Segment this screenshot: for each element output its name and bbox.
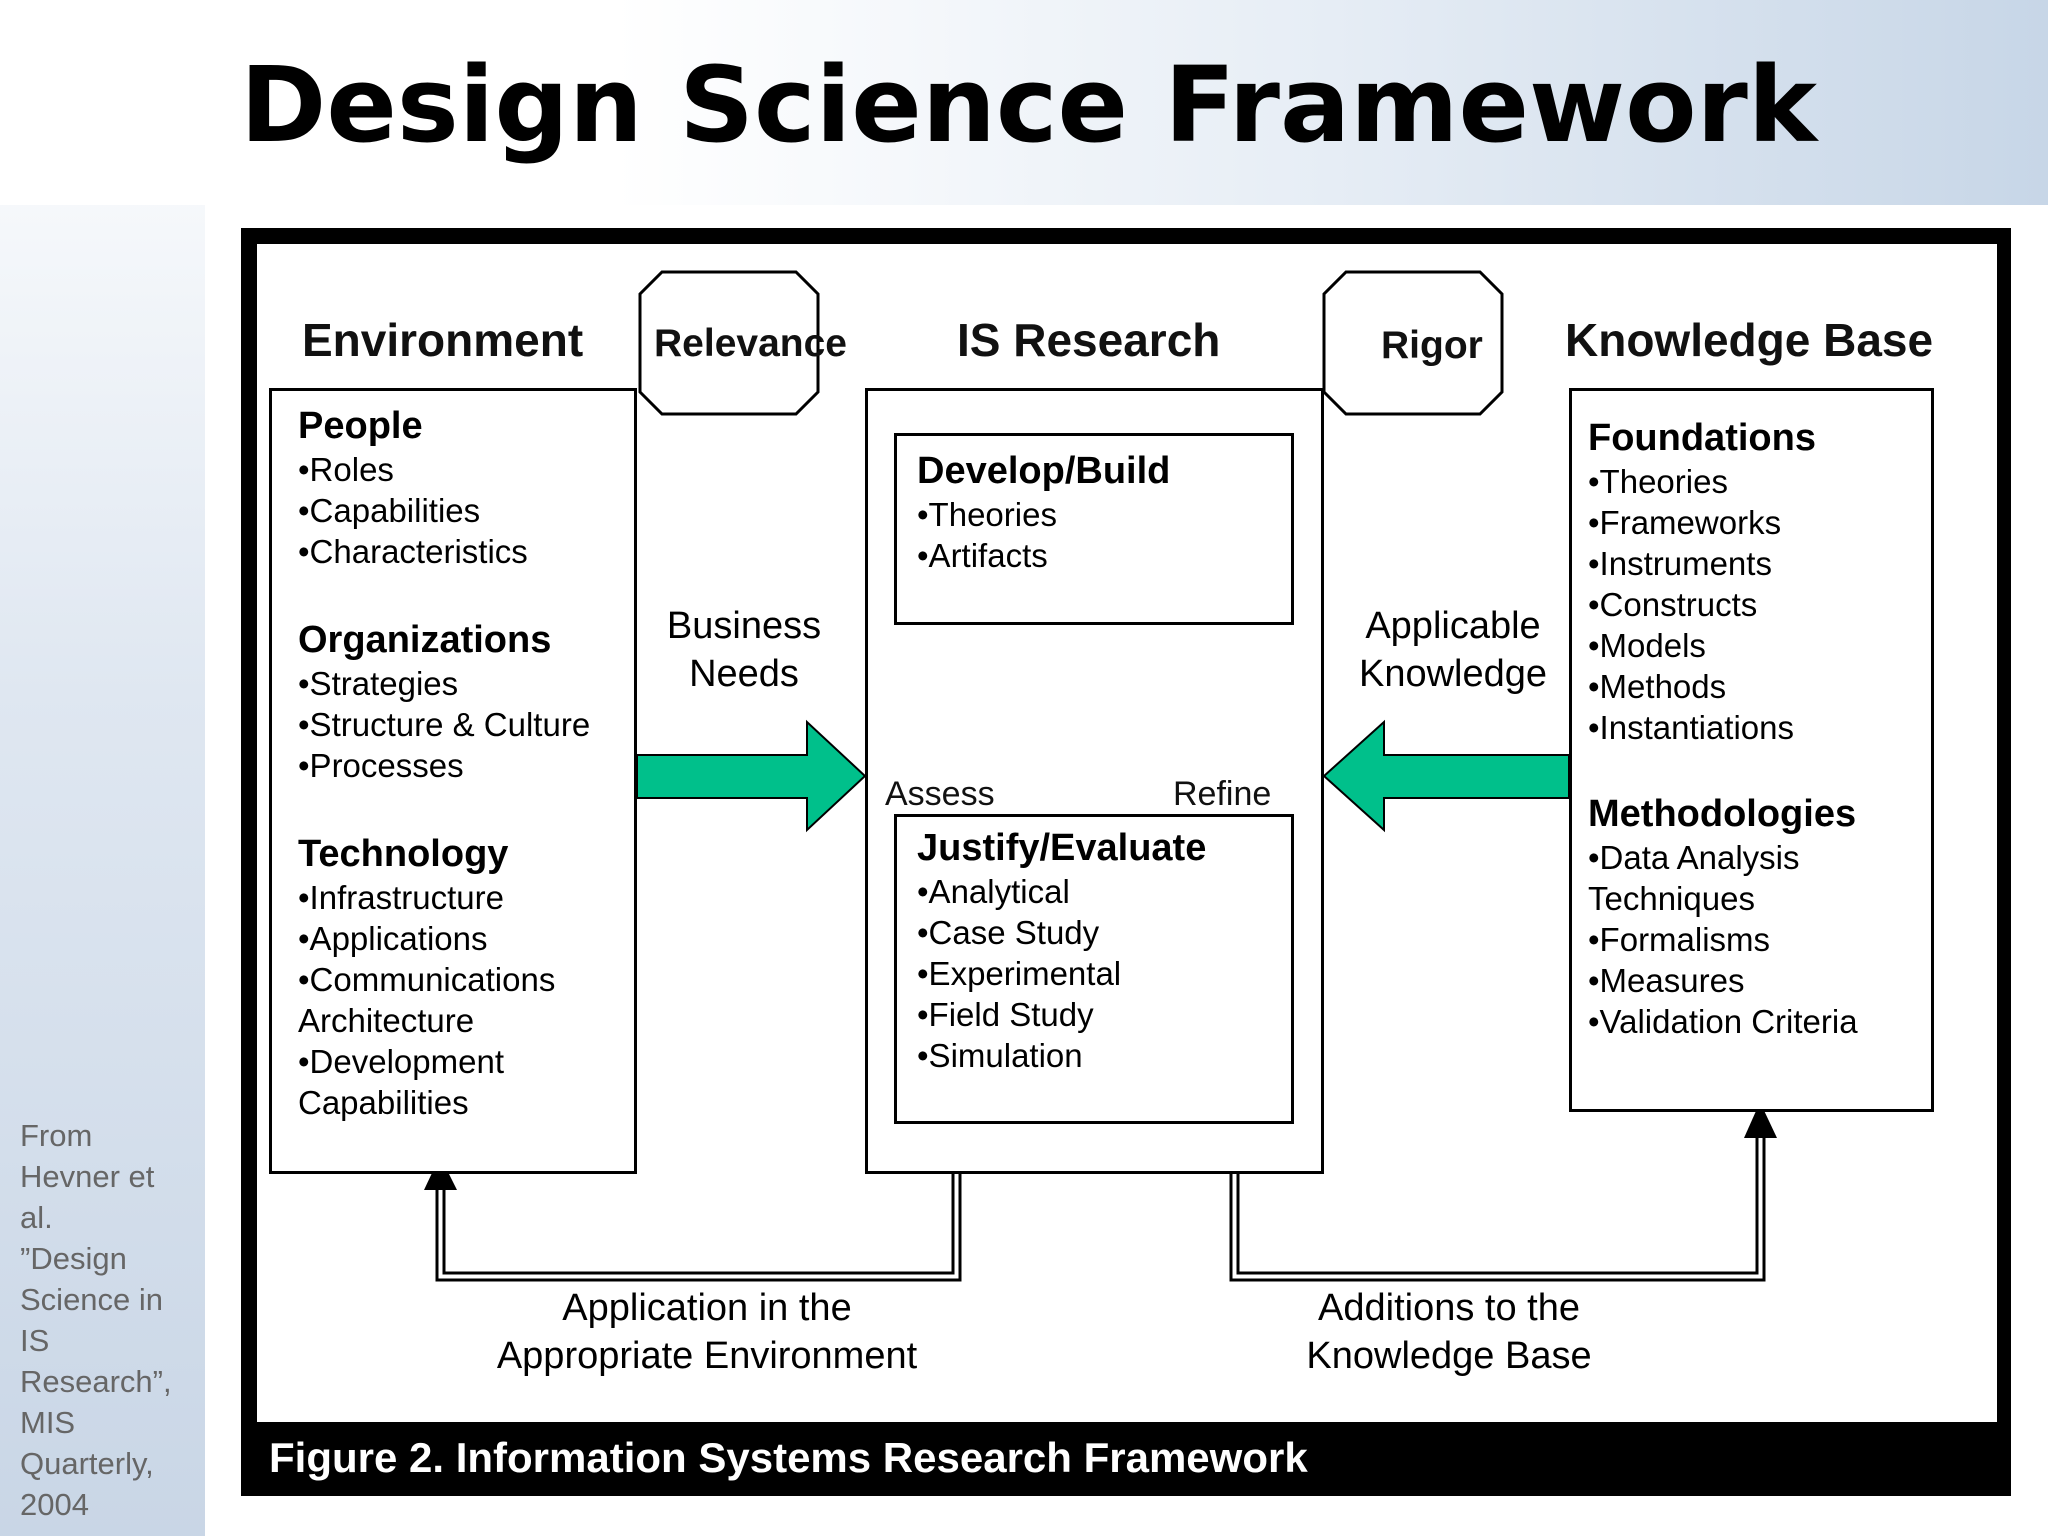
application-line: Application in the: [562, 1287, 852, 1329]
applicable-knowledge-arrow: [1322, 719, 1570, 833]
justify-evaluate-item: •Analytical: [917, 873, 1070, 910]
organizations-item: •Processes: [298, 747, 464, 784]
justify-evaluate-item: •Case Study: [917, 914, 1100, 951]
methodologies-item: •Formalisms: [1588, 921, 1771, 958]
flow-arrows: [424, 270, 1777, 1282]
application-line: Appropriate Environment: [496, 1335, 918, 1377]
justify-evaluate-title: Justify/Evaluate: [917, 827, 1207, 869]
organizations-title: Organizations: [298, 619, 552, 661]
refine-label: Refine: [1173, 775, 1272, 813]
organizations-item: •Structure & Culture: [298, 706, 591, 743]
develop-build-item: •Artifacts: [917, 537, 1048, 574]
foundations-item: •Instruments: [1588, 545, 1772, 582]
relevance-octagon: [638, 270, 820, 416]
methodologies-group: Methodologies •Data Analysis Techniques …: [1588, 791, 1858, 1042]
header-rigor: Rigor: [1381, 324, 1483, 367]
technology-item: •Infrastructure: [298, 879, 504, 916]
technology-item: •Development: [298, 1043, 504, 1080]
knowledge-base-box: Foundations •Theories •Frameworks •Instr…: [1569, 388, 1934, 1112]
foundations-item: •Instantiations: [1588, 709, 1795, 746]
people-item: •Characteristics: [298, 533, 528, 570]
business-needs-line: Needs: [689, 653, 799, 695]
header-relevance: Relevance: [654, 322, 847, 365]
technology-item: •Communications: [298, 961, 556, 998]
organizations-item: •Strategies: [298, 665, 459, 702]
develop-build-item: •Theories: [917, 496, 1057, 533]
develop-build-group: Develop/Build •Theories •Artifacts: [917, 448, 1170, 576]
methodologies-item: •Validation Criteria: [1588, 1003, 1858, 1040]
framework-figure: Environment Relevance IS Research Rigor …: [241, 228, 2011, 1496]
slide-sidebar: [0, 0, 205, 1536]
additions-line: Additions to the: [1318, 1287, 1580, 1329]
additions-label: Additions to the Knowledge Base: [1259, 1284, 1639, 1380]
assess-label: Assess: [885, 775, 995, 813]
people-item: •Roles: [298, 451, 394, 488]
technology-item: •Applications: [298, 920, 488, 957]
justify-evaluate-group: Justify/Evaluate •Analytical •Case Study…: [917, 825, 1206, 1076]
rigor-octagon: [1322, 270, 1504, 416]
application-label: Application in the Appropriate Environme…: [437, 1284, 977, 1380]
methodologies-item: •Measures: [1588, 962, 1745, 999]
foundations-item: •Theories: [1588, 463, 1728, 500]
header-knowledge-base: Knowledge Base: [1565, 314, 1934, 366]
business-needs-line: Business: [666, 605, 822, 647]
people-item: •Capabilities: [298, 492, 481, 529]
additions-line: Knowledge Base: [1306, 1335, 1592, 1377]
applicable-knowledge-line: Knowledge: [1358, 653, 1548, 695]
methodologies-item: •Data Analysis: [1588, 839, 1800, 876]
header-is-research: IS Research: [957, 314, 1221, 366]
business-needs-arrow: [636, 719, 867, 833]
justify-evaluate-box: Justify/Evaluate •Analytical •Case Study…: [894, 814, 1294, 1124]
foundations-title: Foundations: [1588, 417, 1816, 459]
applicable-knowledge-label: Applicable Knowledge: [1343, 602, 1563, 698]
foundations-item: •Frameworks: [1588, 504, 1782, 541]
foundations-group: Foundations •Theories •Frameworks •Instr…: [1588, 415, 1816, 748]
people-title: People: [298, 405, 423, 447]
justify-evaluate-item: •Field Study: [917, 996, 1094, 1033]
figure-caption: Figure 2. Information Systems Research F…: [269, 1434, 1308, 1481]
foundations-item: •Constructs: [1588, 586, 1758, 623]
figure-canvas: Environment Relevance IS Research Rigor …: [257, 244, 1997, 1422]
slide-title-band: [0, 0, 2048, 205]
technology-item: Capabilities: [298, 1084, 469, 1121]
header-environment: Environment: [302, 314, 584, 366]
foundations-item: •Models: [1588, 627, 1706, 664]
methodologies-item: Techniques: [1588, 880, 1755, 917]
develop-build-box: Develop/Build •Theories •Artifacts: [894, 433, 1294, 625]
foundations-item: •Methods: [1588, 668, 1727, 705]
technology-group: Technology •Infrastructure •Applications…: [298, 831, 555, 1123]
people-group: People •Roles •Capabilities •Characteris…: [298, 403, 528, 572]
applicable-knowledge-line: Applicable: [1365, 605, 1541, 647]
citation-note: From Hevner et al. ”Design Science in IS…: [20, 1118, 172, 1522]
methodologies-title: Methodologies: [1588, 793, 1857, 835]
justify-evaluate-item: •Simulation: [917, 1037, 1083, 1074]
environment-box: People •Roles •Capabilities •Characteris…: [269, 388, 637, 1174]
organizations-group: Organizations •Strategies •Structure & C…: [298, 617, 590, 786]
technology-item: Architecture: [298, 1002, 475, 1039]
additions-arrowhead: [1744, 1102, 1777, 1138]
slide-title: Design Science Framework: [240, 44, 1818, 166]
business-needs-label: Business Needs: [649, 602, 839, 698]
develop-build-title: Develop/Build: [917, 450, 1171, 492]
technology-title: Technology: [298, 833, 509, 875]
justify-evaluate-item: •Experimental: [917, 955, 1122, 992]
